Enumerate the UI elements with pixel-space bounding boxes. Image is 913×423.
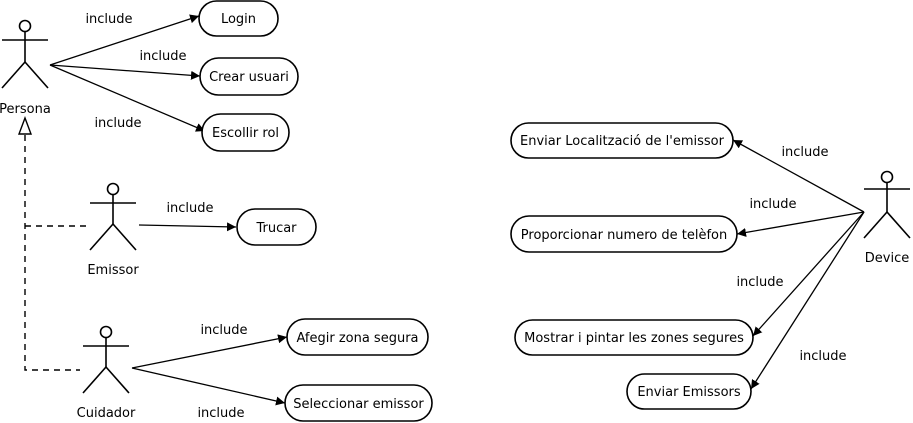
use-case-trucar[interactable]: Trucar <box>236 208 317 246</box>
use-case-label: Enviar Localització de l'emissor <box>520 134 725 149</box>
actor-label-emissor: Emissor <box>87 263 139 278</box>
actor-label-persona: Persona <box>0 102 51 117</box>
include-label: include <box>736 275 783 290</box>
use-case-label: Login <box>221 12 256 27</box>
use-case-label: Seleccionar emissor <box>293 397 424 412</box>
use-case-label: Crear usuari <box>209 70 289 85</box>
include-arrow-enviar-emissors <box>750 211 865 390</box>
generalization-persona <box>17 116 88 371</box>
use-case-escollir-rol[interactable]: Escollir rol <box>201 113 290 152</box>
include-label: include <box>94 116 141 131</box>
use-case-label: Trucar <box>255 221 297 236</box>
include-arrow-enviar-localitzacio <box>732 139 865 213</box>
use-case-login[interactable]: Login <box>198 0 279 37</box>
use-case-enviar-emissors[interactable]: Enviar Emissors <box>626 373 752 410</box>
include-arrow-crear-usuari <box>49 64 201 80</box>
include-label: include <box>166 201 213 216</box>
generalization-arrowhead <box>17 116 33 135</box>
generalization-cuidador-line <box>24 135 80 371</box>
actor-device[interactable]: Device <box>863 170 911 267</box>
actor-head-icon <box>99 325 113 339</box>
use-case-enviar-localitzacio[interactable]: Enviar Localització de l'emissor <box>510 122 734 159</box>
include-label: include <box>197 406 244 421</box>
actor-label-cuidador: Cuidador <box>77 406 136 421</box>
include-arrow-seleccionar-emissor <box>131 367 286 406</box>
include-arrow-proporcionar-numero <box>736 211 865 237</box>
include-label: include <box>200 323 247 338</box>
actor-head-icon <box>880 170 894 184</box>
use-case-crear-usuari[interactable]: Crear usuari <box>199 57 299 96</box>
include-arrow-mostrar-zones <box>752 211 865 337</box>
actor-persona[interactable]: Persona <box>0 19 51 118</box>
include-label: include <box>799 349 846 364</box>
include-arrow-afegir-zona <box>131 334 288 369</box>
actor-label-device: Device <box>865 251 909 266</box>
include-label: include <box>85 12 132 27</box>
use-case-afegir-zona-segura[interactable]: Afegir zona segura <box>286 318 429 356</box>
include-arrow-trucar <box>138 222 237 232</box>
use-case-proporcionar-numero[interactable]: Proporcionar numero de telèfon <box>510 215 738 253</box>
actor-head-icon <box>18 19 32 33</box>
use-case-seleccionar-emissor[interactable]: Seleccionar emissor <box>284 384 433 422</box>
use-case-mostrar-zones[interactable]: Mostrar i pintar les zones segures <box>514 319 754 356</box>
include-label: include <box>139 49 186 64</box>
include-label: include <box>749 197 796 212</box>
use-case-label: Proporcionar numero de telèfon <box>521 228 727 243</box>
use-case-label: Escollir rol <box>212 126 279 141</box>
use-case-label: Enviar Emissors <box>637 385 741 400</box>
use-case-label: Afegir zona segura <box>296 331 418 346</box>
include-arrow-escollir-rol <box>49 64 206 132</box>
include-arrow-login <box>49 14 200 66</box>
use-case-label: Mostrar i pintar les zones segures <box>524 331 744 346</box>
actor-cuidador[interactable]: Cuidador <box>77 325 136 422</box>
actor-head-icon <box>106 182 120 196</box>
include-label: include <box>781 145 828 160</box>
actor-emissor[interactable]: Emissor <box>87 182 139 279</box>
